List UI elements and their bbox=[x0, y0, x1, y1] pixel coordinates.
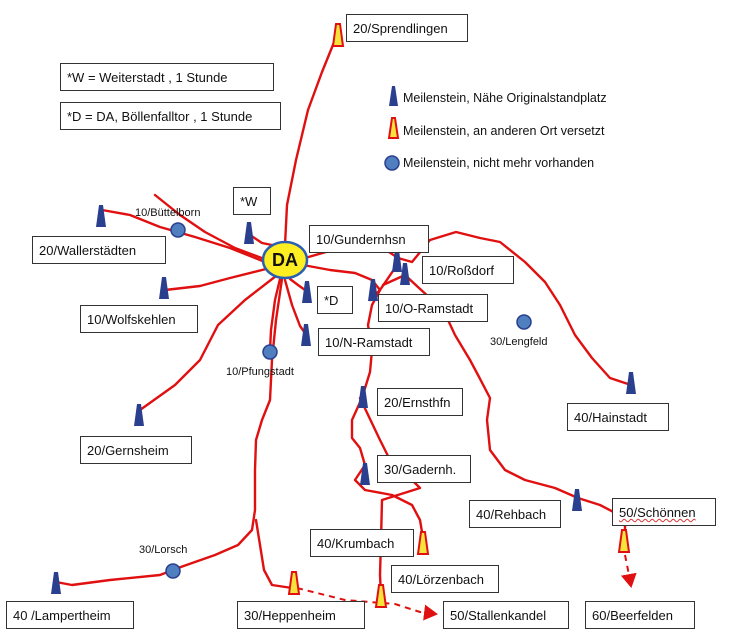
legend-key-original: Meilenstein, Nähe Originalstandplatz bbox=[403, 91, 607, 105]
legend-milestone-original-icon bbox=[389, 86, 398, 106]
box-sprendlingen: 20/Sprendlingen bbox=[346, 14, 468, 42]
milestone-krumbach-icon bbox=[416, 531, 430, 555]
route-weiterstadt-link bbox=[248, 233, 274, 247]
center-label: DA bbox=[272, 250, 298, 270]
milestone-pfungstadt-gone-icon bbox=[262, 344, 278, 360]
box-loerzenbach: 40/Lörzenbach bbox=[391, 565, 499, 593]
box-krumbach: 40/Krumbach bbox=[310, 529, 414, 557]
box-heppenheim: 30/Heppenheim bbox=[237, 601, 365, 629]
milestone-wallerstaedten-icon bbox=[96, 205, 106, 227]
milestone-sprendlingen-icon bbox=[331, 23, 345, 47]
legend-icons bbox=[384, 86, 400, 171]
legend-milestone-moved-icon bbox=[387, 117, 400, 139]
milestone-nieder-ramstadt-icon bbox=[301, 324, 311, 346]
milestone-ernsthofen-icon bbox=[358, 386, 368, 408]
milestone-rehbach-icon bbox=[572, 489, 582, 511]
milestone-ober-ramstadt-icon bbox=[368, 279, 378, 301]
milestone-hainstadt-icon bbox=[626, 372, 636, 394]
box-nieder-ramstadt: 10/N-Ramstadt bbox=[318, 328, 430, 356]
box-boellenfalltor: *D bbox=[317, 286, 353, 314]
route-wolfskehlen bbox=[163, 266, 272, 292]
milestone-gundernhausen-icon bbox=[392, 250, 402, 272]
milestone-loerzenbach-icon bbox=[374, 584, 388, 608]
box-rehbach: 40/Rehbach bbox=[469, 500, 561, 528]
route-lorzenbach bbox=[358, 396, 422, 598]
route-gernsheim bbox=[138, 274, 278, 412]
legend-note-weiterstadt: *W = Weiterstadt , 1 Stunde bbox=[60, 63, 274, 91]
box-schoennen-text: 50/Schönnen bbox=[619, 505, 696, 520]
darmstadt-center-node: DA bbox=[261, 240, 309, 280]
box-beerfelden: 60/Beerfelden bbox=[585, 601, 695, 629]
milestone-lampertheim-icon bbox=[51, 572, 61, 594]
route-pfungstadt bbox=[268, 277, 282, 352]
legend-key-moved: Meilenstein, an anderen Ort versetzt bbox=[403, 124, 605, 138]
route-buettelborn bbox=[153, 193, 269, 262]
label-pfungstadt: 10/Pfungstadt bbox=[226, 366, 294, 378]
milestone-boellenfalltor-icon bbox=[302, 281, 312, 303]
milestone-gernsheim-icon bbox=[134, 404, 144, 426]
legend-note-boellenfalltor: *D = DA, Böllenfalltor , 1 Stunde bbox=[60, 102, 281, 130]
label-buettelborn: 10/Büttelborn bbox=[135, 207, 201, 219]
route-sprendlingen bbox=[283, 33, 339, 247]
box-ober-ramstadt: 10/O-Ramstadt bbox=[378, 294, 488, 322]
box-rossdorf: 10/Roßdorf bbox=[422, 256, 514, 284]
milestone-rossdorf-icon bbox=[400, 263, 410, 285]
box-gernsheim: 20/Gernsheim bbox=[80, 436, 192, 464]
box-wallerstaedten: 20/Wallerstädten bbox=[32, 236, 166, 264]
box-lampertheim: 40 /Lampertheim bbox=[6, 601, 134, 629]
label-lorsch: 30/Lorsch bbox=[139, 544, 188, 556]
route-heppenheim-stallenkandel-dashed bbox=[296, 587, 438, 621]
legend-key-gone: Meilenstein, nicht mehr vorhanden bbox=[403, 156, 595, 170]
box-gadernheim: 30/Gadernh. bbox=[377, 455, 471, 483]
milestone-heppenheim-icon bbox=[287, 571, 301, 595]
milestone-lengfeld-gone-icon bbox=[516, 314, 532, 330]
box-hainstadt: 40/Hainstadt bbox=[567, 403, 669, 431]
label-lengfeld: 30/Lengfeld bbox=[490, 336, 548, 348]
route-heppenheim bbox=[254, 518, 294, 590]
box-wolfskehlen: 10/Wolfskehlen bbox=[80, 305, 198, 333]
route-n-ramstadt bbox=[283, 278, 307, 335]
milestone-weiterstadt-icon bbox=[244, 222, 254, 244]
milestone-schoennen-icon bbox=[617, 529, 631, 553]
milestone-wolfskehlen-icon bbox=[159, 277, 169, 299]
route-beerfelden-dashed bbox=[620, 554, 637, 588]
box-schoennen: 50/Schönnen bbox=[612, 498, 716, 526]
route-d bbox=[288, 277, 307, 292]
milestone-gadernheim-icon bbox=[360, 463, 370, 485]
box-stallenkandel: 50/Stallenkandel bbox=[443, 601, 569, 629]
box-gundernhausen: 10/Gundernhsn bbox=[309, 225, 429, 253]
legend-milestone-gone-icon bbox=[384, 155, 400, 171]
box-weiterstadt: *W bbox=[233, 187, 271, 215]
milestone-buettelborn-gone-icon bbox=[170, 222, 186, 238]
route-south-lorsch bbox=[54, 277, 284, 587]
box-ernsthofen: 20/Ernsthfn bbox=[377, 388, 463, 416]
milestone-lorsch-gone-icon bbox=[165, 563, 181, 579]
